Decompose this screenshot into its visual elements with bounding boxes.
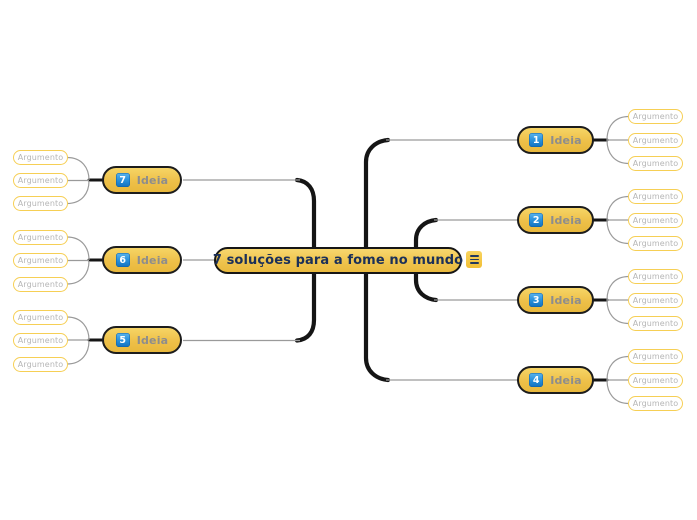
argument-node-1-2[interactable]: Argumento xyxy=(628,132,683,148)
idea-label: Ideia xyxy=(550,133,582,147)
badge-number: 4 xyxy=(529,373,544,387)
argument-node-5-1[interactable]: Argumento xyxy=(13,309,68,325)
topic-idea-6[interactable]: 6 Ideia xyxy=(102,246,182,274)
argument-node-4-2[interactable]: Argumento xyxy=(628,372,683,388)
argument-node-4-3[interactable]: Argumento xyxy=(628,396,683,411)
argument-node-2-3[interactable]: Argumento xyxy=(628,236,683,251)
topic-idea-4[interactable]: 4 Ideia xyxy=(517,366,594,394)
idea-label: Ideia xyxy=(136,253,169,267)
argument-node-7-2[interactable]: Argumento xyxy=(13,173,68,188)
argument-node-2-2[interactable]: Argumento xyxy=(628,212,683,228)
idea-label: Ideia xyxy=(550,373,582,387)
idea-label: Ideia xyxy=(136,333,169,347)
badge-number: 2 xyxy=(529,213,544,227)
argument-links xyxy=(66,115,630,405)
badge-number: 7 xyxy=(115,173,130,187)
badge-number: 3 xyxy=(529,293,544,307)
argument-node-5-2[interactable]: Argumento xyxy=(13,332,68,348)
argument-node-2-1[interactable]: Argumento xyxy=(628,189,683,204)
topic-idea-5[interactable]: 5 Ideia xyxy=(102,326,182,354)
topic-idea-1[interactable]: 1 Ideia xyxy=(517,126,594,154)
argument-node-1-3[interactable]: Argumento xyxy=(628,156,683,171)
argument-node-3-3[interactable]: Argumento xyxy=(628,316,683,331)
argument-stubs xyxy=(87,138,609,382)
argument-node-6-1[interactable]: Argumento xyxy=(13,229,68,245)
argument-node-7-3[interactable]: Argumento xyxy=(13,196,68,211)
argument-node-5-3[interactable]: Argumento xyxy=(13,356,68,372)
idea-label: Ideia xyxy=(136,173,169,187)
topic-idea-3[interactable]: 3 Ideia xyxy=(517,286,594,314)
branch-links xyxy=(183,139,520,381)
badge-number: 6 xyxy=(115,253,130,267)
argument-node-6-2[interactable]: Argumento xyxy=(13,253,68,268)
argument-node-6-3[interactable]: Argumento xyxy=(13,276,68,292)
argument-node-3-1[interactable]: Argumento xyxy=(628,269,683,284)
idea-label: Ideia xyxy=(550,213,582,227)
argument-node-4-1[interactable]: Argumento xyxy=(628,349,683,364)
badge-number: 1 xyxy=(529,133,544,147)
topic-idea-7[interactable]: 7 Ideia xyxy=(102,166,182,194)
argument-node-1-1[interactable]: Argumento xyxy=(628,109,683,124)
notes-icon[interactable] xyxy=(466,251,482,268)
idea-label: Ideia xyxy=(550,293,582,307)
topic-idea-2[interactable]: 2 Ideia xyxy=(517,206,594,234)
central-topic[interactable]: 7 soluções para a fome no mundo xyxy=(213,247,463,274)
argument-node-3-2[interactable]: Argumento xyxy=(628,292,683,308)
argument-node-7-1[interactable]: Argumento xyxy=(13,150,68,165)
badge-number: 5 xyxy=(115,333,130,347)
